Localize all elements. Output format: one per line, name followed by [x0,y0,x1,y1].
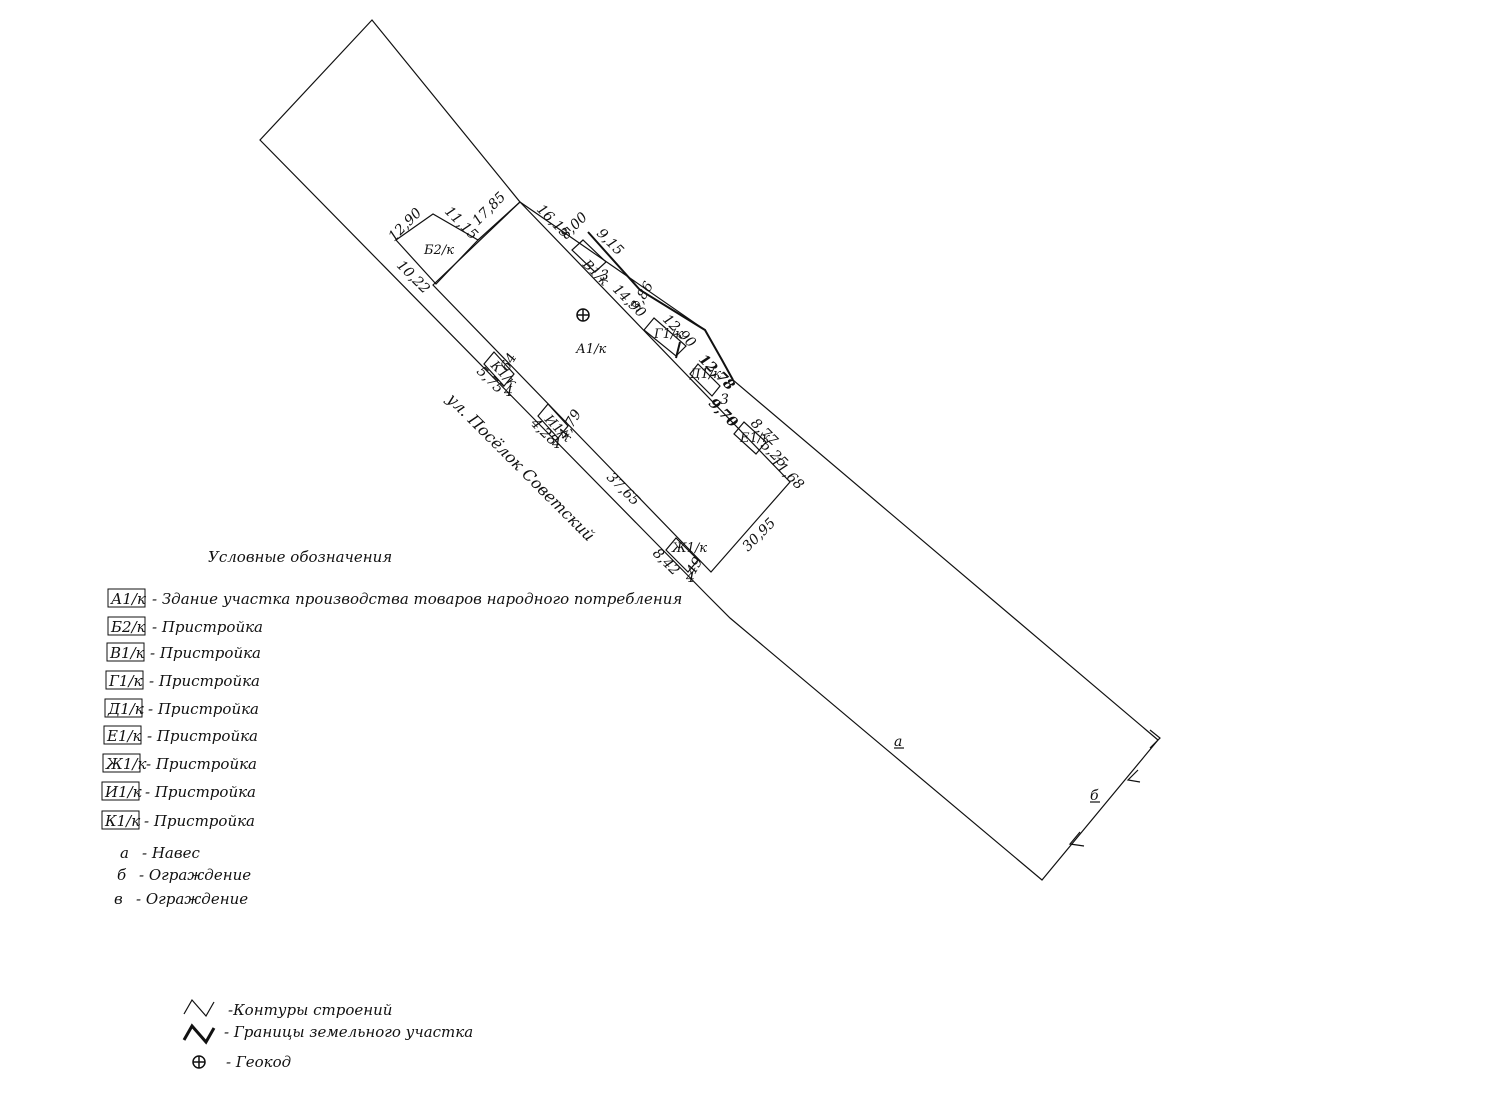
legend-item-b2: Б2/к - Пристройка [107,616,263,636]
legend-item-i1: И1/к - Пристройка [101,781,256,801]
annex-k1-outline [483,351,515,387]
svg-text:- Пристройка: - Пристройка [152,618,263,636]
svg-text:Г1/к: Г1/к [108,672,143,690]
svg-text:- Пристройка: - Пристройка [148,700,259,718]
fence-tick-1 [1149,729,1161,749]
svg-text:А1/к: А1/к [110,590,146,608]
legend-item-e1: Е1/к - Пристройка [103,725,258,745]
annex-zh1-outline [665,537,699,573]
legend-item-zh1: Ж1/к - Пристройка [102,753,257,773]
legend-symbol-boundaries: - Границы земельного участка [182,1023,473,1045]
annex-e1-outline [733,421,767,455]
svg-text:И1/к: И1/к [104,783,142,801]
label-g1: Г1/к [653,327,683,342]
geocode-icon [192,1055,206,1069]
annex-g1-wall [675,341,681,359]
land-boundary-thick [587,231,734,381]
svg-text:- Пристройка: - Пристройка [149,672,260,690]
svg-text:- Пристройка: - Пристройка [150,644,261,662]
marker-b-label: б [1090,788,1099,804]
dim-4a: 4 [503,384,513,400]
annex-v1-outline [571,239,607,273]
svg-text:К1/к: К1/к [104,812,140,830]
land-plot-boundary [259,19,1159,881]
annex-b2-outline [395,213,479,285]
dim-3095: 30,95 [740,515,780,555]
svg-text:Б2/к: Б2/к [110,618,146,636]
svg-text:Ж1/к: Ж1/к [105,755,146,773]
label-d1: Д1/к [689,367,721,382]
legend-letter-a: а - Навес [120,844,200,862]
dim-4b: 4 [551,436,561,452]
svg-text:- Пристройка: - Пристройка [146,755,257,773]
label-b2: Б2/к [423,243,454,258]
legend-item-g1: Г1/к - Пристройка [105,670,260,690]
svg-text:- Пристройка: - Пристройка [145,783,256,801]
legend-item-v1: В1/к - Пристройка [106,642,261,662]
legend-symbol-contours: -Контуры строений [183,998,392,1019]
legend-item-a1: А1/к - Здание участка производства товар… [107,588,682,608]
svg-text:-Контуры строений: -Контуры строений [228,1001,392,1019]
dim-64: 64 [498,351,521,374]
svg-text:а: а [120,844,129,862]
legend-letter-v: в - Ограждение [114,890,248,908]
svg-text:- Границы земельного участка: - Границы земельного участка [224,1023,473,1041]
svg-text:Д1/к: Д1/к [107,700,144,718]
dim-3a: 3 [600,268,609,284]
geocode-marker-icon [576,308,590,322]
svg-text:- Здание участка производства: - Здание участка производства товаров на… [152,590,682,608]
legend-letter-b: б - Ограждение [117,866,251,884]
svg-text:- Пристройка: - Пристройка [147,727,258,745]
boundary-line-icon [182,1023,216,1045]
dim-386: 3,86 [628,279,657,314]
dim-4c: 4 [685,570,695,586]
svg-text:В1/к: В1/к [109,644,145,662]
dim-3b: 3 [720,392,729,408]
svg-text:в: в [114,890,123,908]
dim-3765: 37,65 [603,470,643,510]
svg-text:- Пристройка: - Пристройка [144,812,255,830]
fence-tick-3 [1068,831,1085,847]
contour-line-icon [183,998,215,1018]
svg-text:б: б [117,866,127,884]
svg-text:- Навес: - Навес [142,844,200,862]
legend-title: Условные обозначения [208,548,392,566]
svg-text:- Ограждение: - Ограждение [136,890,248,908]
legend-item-d1: Д1/к - Пристройка [104,698,259,718]
svg-text:- Ограждение: - Ограждение [139,866,251,884]
legend-item-k1: К1/к - Пристройка [101,810,255,830]
label-a1: А1/к [575,342,606,357]
annex-i1-outline [537,403,569,439]
dim-1022: 10,22 [393,258,433,298]
marker-a-label: а [894,734,902,750]
annex-b2-connector [477,201,521,241]
legend-symbol-geocode: - Геокод [192,1053,291,1071]
fence-tick-2 [1126,769,1141,783]
annex-d1-outline [689,363,721,397]
dim-1785: 17,85 [470,189,510,229]
label-e1: Е1/к [739,431,770,446]
svg-text:Е1/к: Е1/к [106,727,142,745]
label-zh1: Ж1/к [671,541,707,556]
svg-text:- Геокод: - Геокод [226,1053,291,1071]
dim-1290a: 12,90 [386,205,426,245]
dim-800: 8,00 [558,209,591,242]
